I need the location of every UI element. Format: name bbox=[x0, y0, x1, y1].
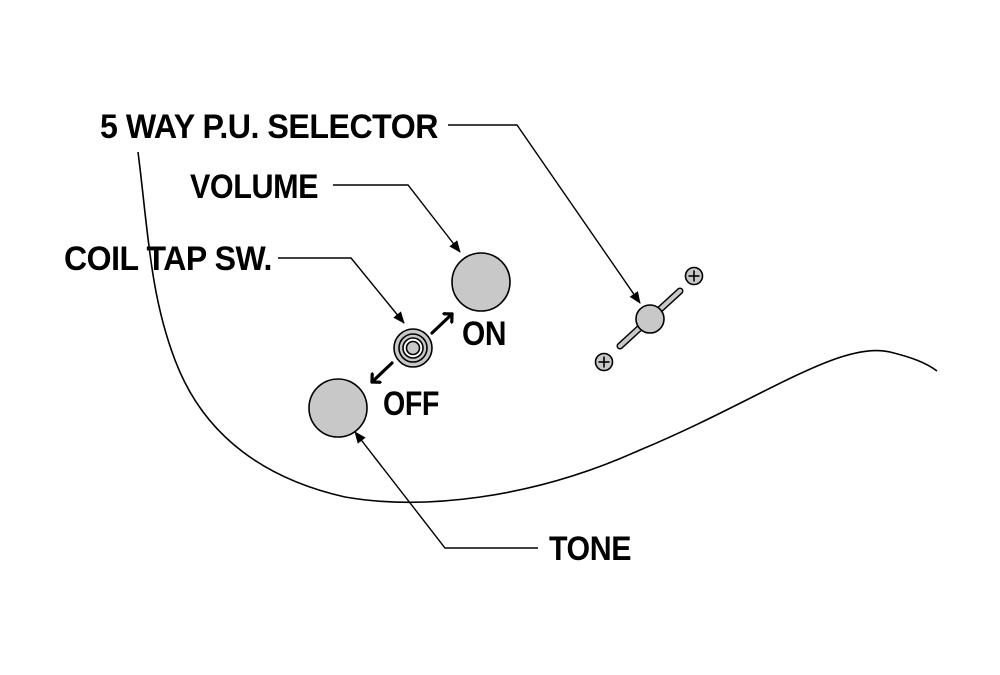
tone-leader-line bbox=[354, 431, 538, 549]
volume-label: VOLUME bbox=[190, 168, 318, 206]
selector-mounting-screw-bottom bbox=[594, 352, 614, 372]
pickup-selector-switch bbox=[616, 287, 684, 350]
on-direction-arrow bbox=[430, 314, 454, 335]
coil-tap-switch bbox=[393, 328, 433, 368]
coil-tap-leader-line bbox=[278, 257, 405, 324]
tone-label: TONE bbox=[549, 530, 631, 568]
selector-mounting-screw-top bbox=[684, 266, 704, 286]
off-label: OFF bbox=[383, 385, 439, 423]
off-direction-arrow bbox=[370, 361, 394, 382]
guitar-body-outline bbox=[137, 151, 938, 503]
volume-knob bbox=[451, 252, 511, 312]
volume-leader-line bbox=[333, 184, 461, 253]
selector-leader-line bbox=[448, 124, 641, 304]
tone-knob bbox=[308, 378, 368, 438]
selector-label: 5 WAY P.U. SELECTOR bbox=[100, 108, 438, 146]
coil-tap-label: COIL TAP SW. bbox=[64, 240, 272, 278]
on-label: ON bbox=[462, 315, 506, 353]
